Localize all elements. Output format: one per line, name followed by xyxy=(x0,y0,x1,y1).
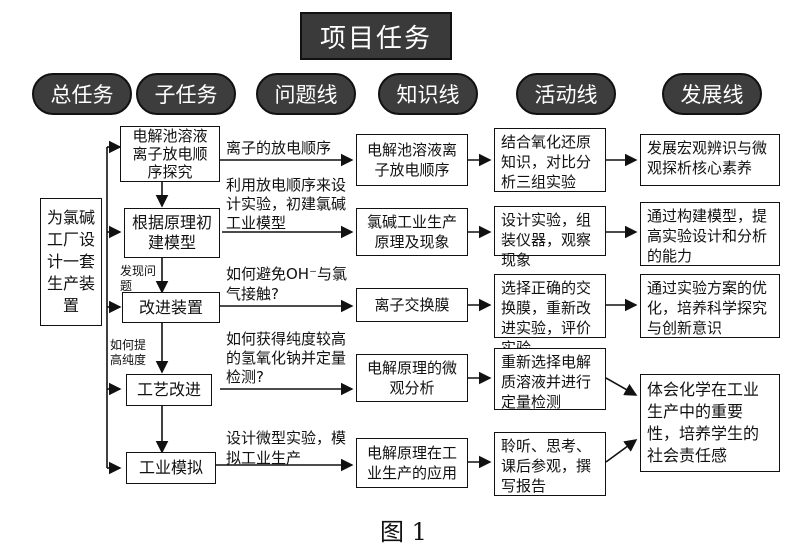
side-note: 如何提高纯度 xyxy=(110,338,147,367)
header-development-line: 发展线 xyxy=(662,73,762,115)
total-task-box: 为氯碱工厂设计一套生产装置 xyxy=(40,198,102,326)
question-text: 如何避免OH⁻与氯气接触? xyxy=(226,265,348,303)
question-text: 离子的放电顺序 xyxy=(226,139,332,157)
knowledge-box: 电解原理的微观分析 xyxy=(356,354,468,402)
side-note: 发现问题 xyxy=(120,264,157,293)
knowledge-box: 离子交换膜 xyxy=(356,288,468,322)
development-box: 体会化学在工业生产中的重要性，培养学生的社会责任感 xyxy=(640,374,780,472)
header-activity-line: 活动线 xyxy=(516,73,616,115)
header-knowledge-line: 知识线 xyxy=(378,73,478,115)
header-sub-task: 子任务 xyxy=(136,73,236,115)
diagram-title: 项目任务 xyxy=(300,12,452,60)
development-box: 通过实验方案的优化，培养科学探究与创新意识 xyxy=(640,274,780,338)
knowledge-box: 电解池溶液离子放电顺序 xyxy=(356,134,468,186)
question-text: 设计微型实验，模拟工业生产 xyxy=(226,429,347,467)
knowledge-box: 电解原理在工业生产的应用 xyxy=(356,438,468,488)
question-text: 如何获得纯度较高的氢氧化钠并定量检测? xyxy=(226,330,347,386)
subtask-box: 电解池溶液离子放电顺序探究 xyxy=(120,126,220,182)
subtask-box: 改进装置 xyxy=(122,292,220,323)
activity-box: 聆听、思考、课后参观，撰写报告 xyxy=(494,432,606,496)
subtask-box: 根据原理初建模型 xyxy=(124,208,220,258)
subtask-box: 工业模拟 xyxy=(126,452,216,484)
development-box: 通过构建模型，提高实验设计和分析的能力 xyxy=(640,202,780,266)
knowledge-box: 氯碱工业生产原理及现象 xyxy=(356,208,468,256)
activity-box: 设计实验，组装仪器，观察现象 xyxy=(494,206,606,269)
figure-caption: 图 1 xyxy=(380,518,427,546)
activity-box: 选择正确的交换膜，重新改进实验，评价实验 xyxy=(494,274,606,357)
development-box: 发展宏观辨识与微观探析核心素养 xyxy=(640,134,780,186)
question-text: 利用放电顺序来设计实验，初建氯碱工业模型 xyxy=(226,176,347,232)
activity-box: 重新选择电解质溶液并进行定量检测 xyxy=(494,348,606,411)
activity-box: 结合氧化还原知识，对比分析三组实验 xyxy=(494,128,606,192)
header-question-line: 问题线 xyxy=(256,73,356,115)
subtask-box: 工艺改进 xyxy=(126,374,212,406)
header-total-task: 总任务 xyxy=(32,73,132,115)
